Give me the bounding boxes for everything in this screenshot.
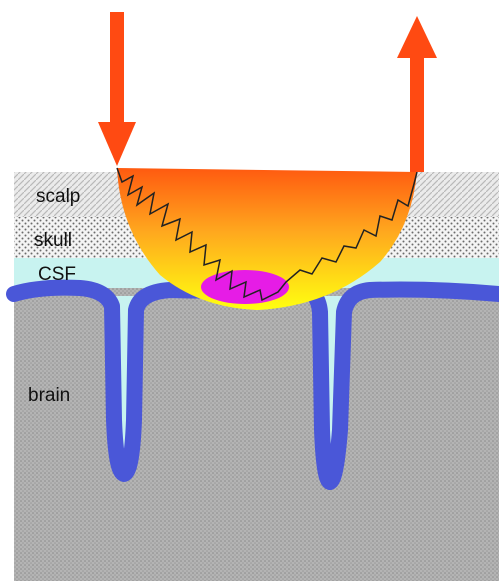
label-scalp: scalp [36,186,80,207]
label-skull: skull [34,230,72,251]
brain-region [14,286,499,581]
down-arrow-icon [98,12,136,166]
up-arrow-icon [397,16,437,172]
label-csf: CSF [38,264,76,285]
label-brain: brain [28,385,70,406]
